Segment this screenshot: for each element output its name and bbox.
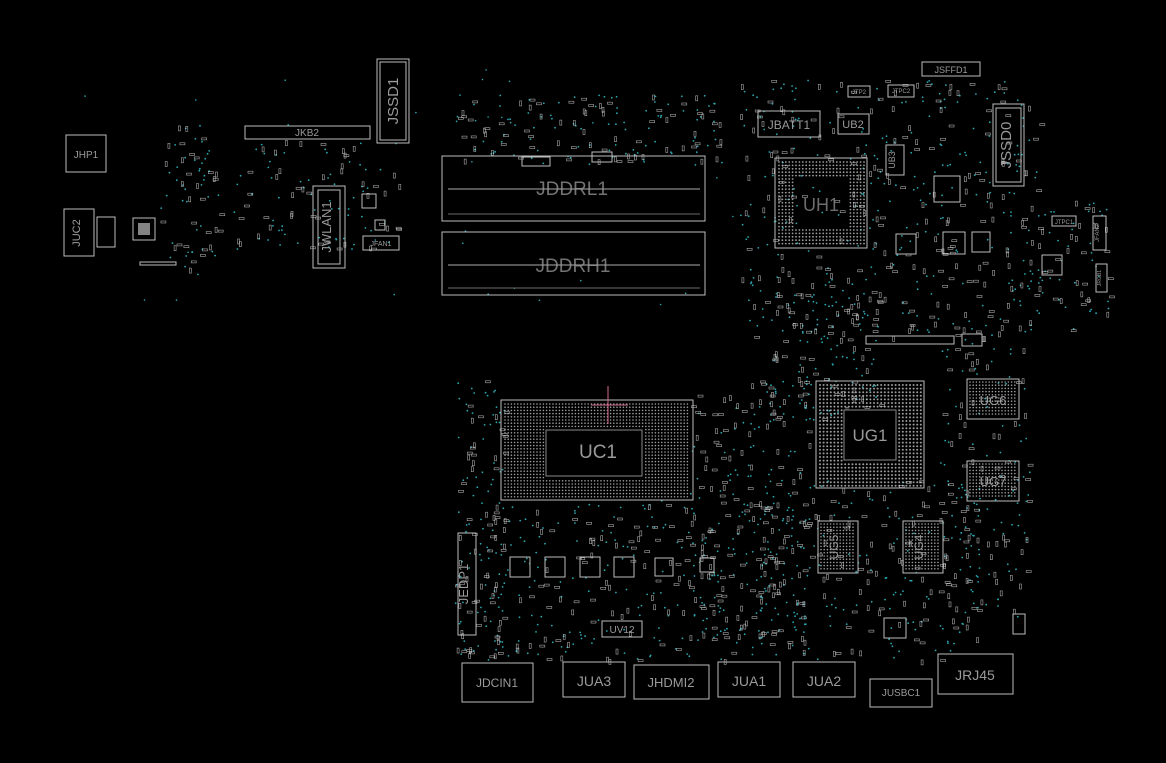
chip-left-small[interactable]: [132, 217, 156, 241]
label-jrj45: JRJ45: [955, 667, 995, 683]
label-uh1: UH1: [803, 195, 839, 215]
chip-ug1-gpu[interactable]: UG1: [815, 380, 925, 489]
connector-jhdmi2[interactable]: JHDMI2: [633, 664, 710, 700]
connector-jdcin1[interactable]: JDCIN1: [461, 662, 534, 703]
chip-near-uh1[interactable]: [895, 175, 1063, 276]
ug7-ball-grid: [969, 463, 1016, 497]
mosfets-vrm-row: [509, 556, 715, 578]
resistor-strip: [139, 261, 177, 266]
connector-jrgb1[interactable]: JRGB1: [1095, 263, 1108, 293]
uc1-ball-grid: [504, 403, 689, 498]
label-jssd0: JSSD0: [998, 122, 1015, 169]
connector-jhp1[interactable]: JHP1: [65, 134, 107, 173]
chip-ub3[interactable]: UB3: [885, 144, 905, 176]
connector-jsffd1[interactable]: JSFFD1: [921, 61, 981, 77]
connector-juc2[interactable]: JUC2: [63, 208, 116, 257]
dimm-slot-jddrl1[interactable]: JDDRL1: [441, 155, 706, 222]
connector-jwlan1[interactable]: JWLAN1: [312, 185, 346, 269]
connector-jrj45[interactable]: JRJ45: [937, 653, 1014, 695]
label-uv12: UV12: [609, 625, 634, 636]
label-jua1: JUA1: [732, 673, 766, 689]
label-jdcin1: JDCIN1: [476, 676, 518, 690]
label-ug4: UG4: [912, 534, 926, 559]
label-jedp1: JEDP1: [456, 564, 471, 604]
label-jua2: JUA2: [807, 673, 841, 689]
component-gpu-top-strip: [865, 333, 983, 347]
component-right-edge: [1012, 613, 1026, 635]
connector-jfan2[interactable]: JFAN2: [1092, 215, 1107, 251]
label-ug7: UG7: [980, 474, 1007, 489]
connector-jua1[interactable]: JUA1: [717, 661, 781, 698]
label-jtpc1: JTPC1: [1055, 220, 1074, 226]
chip-ug4-vram[interactable]: UG4: [902, 520, 944, 574]
connector-jua3[interactable]: JUA3: [562, 661, 626, 698]
connector-jbatt1[interactable]: JBATT1: [757, 110, 821, 138]
chip-ub2[interactable]: UB2: [837, 113, 870, 135]
label-jfan1: JFAN1: [370, 241, 391, 248]
chip-ug7-vram[interactable]: UG7: [966, 460, 1020, 502]
label-ug5: UG5: [827, 534, 841, 559]
dimm-slot-jddrh1[interactable]: JDDRH1: [441, 231, 706, 296]
connector-jtpc1[interactable]: JTPC1: [1051, 215, 1077, 227]
label-jsffd1: JSFFD1: [934, 65, 967, 75]
label-jrgb1: JRGB1: [1097, 270, 1103, 286]
label-jfan2: JFAN2: [1095, 223, 1101, 242]
connector-jkb2[interactable]: JKB2: [244, 125, 371, 140]
label-ug1: UG1: [853, 426, 888, 445]
label-jhp1: JHP1: [74, 150, 99, 161]
label-jtp2: JTP2: [852, 90, 867, 96]
chip-wlan-area[interactable]: [361, 193, 386, 231]
label-juc2: JUC2: [71, 219, 83, 247]
label-jddrl1: JDDRL1: [536, 179, 608, 200]
connector-jtp2[interactable]: JTP2: [847, 85, 871, 98]
label-jbatt1: JBATT1: [768, 118, 811, 132]
component-ddr-top: [521, 156, 551, 167]
ug4-ball-grid: [905, 523, 939, 570]
label-jkb2: JKB2: [295, 128, 319, 139]
chip-ug6-vram[interactable]: UG6: [966, 378, 1020, 420]
connector-jfan1[interactable]: JFAN1: [362, 235, 400, 251]
chip-ug5-vram[interactable]: UG5: [817, 520, 859, 574]
connector-jtpc2[interactable]: JTPC2: [887, 84, 915, 98]
pad-field: [160, 80, 1115, 666]
chip-uc1-cpu[interactable]: UC1: [500, 386, 694, 501]
label-jhdmi2: JHDMI2: [648, 675, 695, 690]
ug6-ball-grid: [969, 381, 1016, 415]
label-jusbc1: JUSBC1: [882, 688, 921, 699]
label-jua3: JUA3: [577, 673, 611, 689]
label-jwlan1: JWLAN1: [319, 201, 334, 252]
connector-jua2[interactable]: JUA2: [792, 661, 856, 698]
label-jddrh1: JDDRH1: [536, 256, 611, 277]
component-ddr-top-2: [591, 151, 613, 163]
connector-jedp1[interactable]: JEDP1: [456, 532, 477, 636]
chip-usbc-controller[interactable]: [883, 617, 907, 639]
connector-jusbc1[interactable]: JUSBC1: [869, 678, 933, 708]
label-jtpc2: JTPC2: [892, 89, 911, 95]
uh1-ball-grid: [778, 161, 865, 245]
ug5-ball-grid: [820, 523, 854, 570]
connector-jssd1[interactable]: JSSD1: [376, 58, 410, 144]
ug1-ball-grid: [819, 384, 922, 487]
chip-uv12[interactable]: UV12: [601, 620, 643, 638]
label-jssd1: JSSD1: [385, 78, 402, 125]
chip-uh1-pch[interactable]: UH1: [774, 157, 868, 249]
label-ug6: UG6: [980, 393, 1007, 408]
label-ub3: UB3: [887, 151, 897, 169]
connector-jssd0[interactable]: JSSD0: [992, 103, 1025, 187]
label-ub2: UB2: [842, 119, 863, 131]
label-uc1: UC1: [579, 442, 617, 463]
